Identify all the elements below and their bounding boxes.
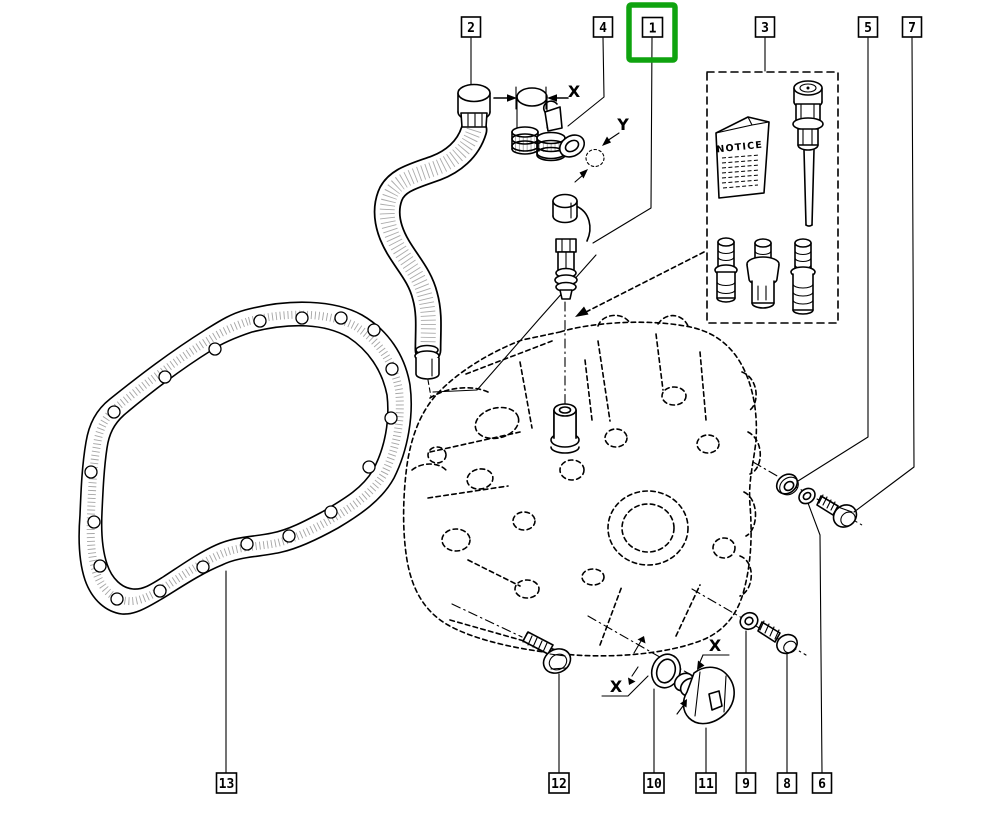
valve-body: [554, 238, 578, 300]
callout-4[interactable]: 4: [592, 16, 614, 38]
callout-11[interactable]: 11: [695, 772, 717, 794]
dimension-x-top: X: [493, 82, 581, 110]
callout-4-label[interactable]: 4: [599, 21, 607, 36]
highlight-box: [626, 2, 678, 63]
kit-plug-left: [714, 237, 738, 303]
washer-9-bolt-8: [691, 588, 807, 656]
callout-10[interactable]: 10: [643, 772, 665, 794]
callout-leaders: [225, 37, 915, 774]
callout-2[interactable]: 2: [460, 16, 482, 38]
breather-hose-part: [373, 83, 491, 398]
bolt-8: [757, 620, 798, 655]
dimension-y: Y: [574, 115, 629, 183]
notice-title: NOTICE: [716, 140, 764, 156]
callout-9[interactable]: 9: [735, 772, 757, 794]
hose-end-fitting: [414, 344, 440, 398]
clamp-left: [511, 126, 539, 155]
gasket-part: [78, 301, 413, 615]
right-fasteners: [752, 461, 863, 528]
x-dim-label: X: [568, 82, 581, 101]
breather-valve-part: [552, 193, 591, 405]
notice-booklet: NOTICE: [715, 116, 770, 199]
callout-12[interactable]: 12: [548, 772, 570, 794]
filler-plug-11: [673, 666, 735, 725]
callout-9-label[interactable]: 9: [742, 777, 750, 792]
callout-5[interactable]: 5: [857, 16, 879, 38]
x-dim-label-seal: X: [610, 677, 623, 696]
washer-5: [775, 473, 799, 496]
callout-8-label[interactable]: 8: [783, 777, 791, 792]
hose-top-cap: [457, 83, 491, 128]
bolt-7: [816, 494, 858, 528]
callout-13-label[interactable]: 13: [219, 777, 235, 792]
dimension-x-seal: X: [601, 675, 649, 697]
callout-6-label[interactable]: 6: [818, 777, 826, 792]
valve-cap: [552, 193, 578, 224]
clamp-middle: [536, 100, 566, 162]
callout-1-label[interactable]: 1: [649, 22, 657, 37]
hose-clamps-part: [511, 87, 586, 162]
breather-mount-stub: [550, 403, 580, 454]
x-dim-label-plug: X: [709, 636, 722, 655]
drain-bolt-12: [451, 603, 572, 674]
callout-13[interactable]: 13: [215, 772, 238, 794]
clamp-collar: [558, 134, 586, 158]
y-dim-label: Y: [616, 115, 629, 134]
callout-3[interactable]: 3: [754, 16, 776, 38]
callout-2-label[interactable]: 2: [467, 21, 475, 36]
callout-1-highlighted[interactable]: 1: [626, 2, 678, 63]
washer-9: [739, 611, 759, 631]
kit-plug-right: [790, 238, 816, 315]
oil-dipstick: [792, 80, 824, 227]
callout-6[interactable]: 6: [811, 772, 833, 794]
callout-7-label[interactable]: 7: [908, 21, 916, 36]
callout-8[interactable]: 8: [776, 772, 798, 794]
seal-axis: [587, 615, 701, 685]
gearbox-housing: [402, 314, 762, 657]
callout-7[interactable]: 7: [901, 16, 923, 38]
callout-10-label[interactable]: 10: [646, 777, 662, 792]
lock-washer-6: [798, 487, 816, 505]
callout-5-label[interactable]: 5: [864, 21, 872, 36]
dimension-x-plug: X: [676, 636, 730, 715]
kit-plug-middle: [746, 238, 780, 309]
gasket-bolt-holes: [84, 311, 399, 606]
callout-11-label[interactable]: 11: [698, 777, 714, 792]
callout-3-label[interactable]: 3: [761, 21, 769, 36]
callout-12-label[interactable]: 12: [551, 777, 567, 792]
kit-box-outline: [706, 71, 839, 324]
maintenance-kit-part: NOTICE: [575, 71, 839, 324]
